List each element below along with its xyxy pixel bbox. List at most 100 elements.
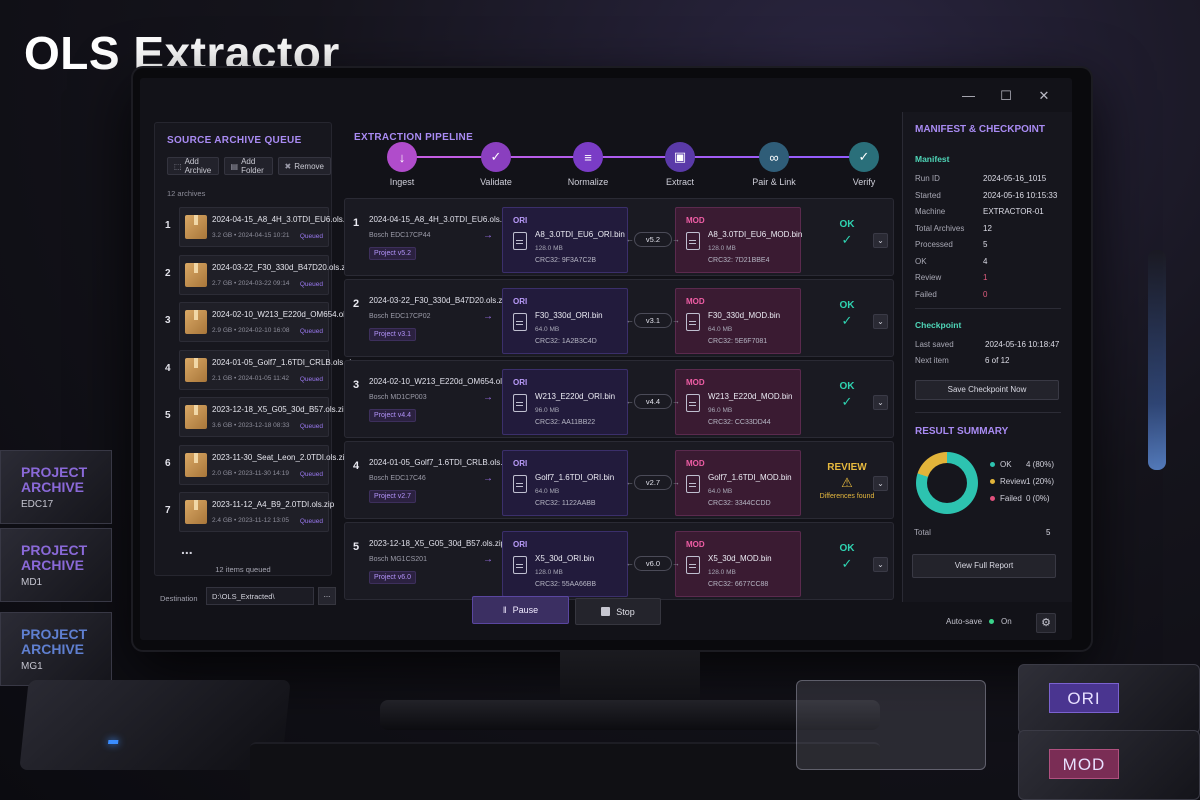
stage-label: Pair & Link	[752, 177, 796, 187]
drive-label: MOD	[1049, 749, 1119, 779]
crc-value: CRC32: AA11BB22	[535, 419, 596, 426]
view-full-report-button[interactable]: View Full Report	[912, 554, 1056, 578]
gear-icon[interactable]: ⚙	[1036, 613, 1056, 633]
browse-button[interactable]: ...	[318, 587, 336, 605]
field-value: 4	[983, 256, 988, 266]
file-size: 128.0 MB	[535, 569, 563, 576]
document-icon	[513, 556, 527, 574]
more-archives[interactable]: ...	[181, 541, 193, 557]
item-number: 3	[165, 315, 171, 326]
legend-dot-icon	[990, 479, 995, 484]
pipeline-stage-validate: ✓Validate	[466, 142, 526, 187]
arrow-right-icon: →	[483, 230, 493, 241]
autosave-toggle[interactable]: Auto-save On	[946, 617, 1012, 626]
file-size: 64.0 MB	[708, 488, 733, 495]
project-badge: Project v5.2	[369, 247, 416, 260]
pause-button[interactable]: ‖ Pause	[472, 596, 569, 624]
chevron-down-icon[interactable]: ⌄	[873, 233, 888, 248]
queue-footer: 12 items queued	[215, 565, 271, 574]
field-value: 5	[983, 240, 988, 249]
check-circle-icon: ✓	[841, 313, 853, 328]
archive-meta: 2.9 GB • 2024-02-10 16:08	[212, 327, 290, 334]
mod-tag: MOD	[686, 459, 705, 468]
version-badge: v2.7	[626, 475, 680, 490]
maximize-icon[interactable]: ☐	[1000, 88, 1012, 103]
field-value: 2024-05-16 10:15:33	[983, 190, 1058, 200]
app-window: — ☐ ✕ SOURCE ARCHIVE QUEUE ⬚ Add Archive…	[140, 78, 1072, 640]
chevron-down-icon[interactable]: ⌄	[873, 314, 888, 329]
minimize-icon[interactable]: —	[962, 88, 975, 103]
close-icon[interactable]: ✕	[1038, 88, 1050, 103]
file-size: 64.0 MB	[535, 488, 560, 495]
queue-toolbar: ⬚ Add Archive ▤ Add Folder ✖ Remove	[167, 157, 331, 175]
archive-count: 12 archives	[167, 189, 206, 198]
file-name: Golf7_1.6TDI_ORI.bin	[535, 473, 615, 482]
field-label: Started	[915, 190, 941, 200]
archive-box-icon	[185, 310, 207, 334]
chevron-down-icon[interactable]: ⌄	[873, 476, 888, 491]
project-badge: Project v2.7	[369, 490, 416, 503]
status-badge: Queued	[299, 470, 323, 478]
field-value: EXTRACTOR-01	[983, 207, 1044, 216]
remove-button[interactable]: ✖ Remove	[277, 157, 331, 175]
ecu-label: Bosch EDC17CP02	[369, 313, 431, 320]
job-status: OK✓	[815, 219, 879, 248]
stage-icon: ✓	[849, 142, 879, 172]
legend-label: Failed	[1000, 494, 1022, 503]
status-text: OK	[839, 219, 855, 230]
destination-input[interactable]: D:\OLS_Extracted\	[206, 587, 314, 605]
file-name: Golf7_1.6TDI_MOD.bin	[708, 473, 792, 482]
add-archive-button[interactable]: ⬚ Add Archive	[167, 157, 219, 175]
status-badge: Queued	[299, 518, 323, 525]
box-model: MD1	[21, 577, 43, 588]
file-name: W213_E220d_MOD.bin	[708, 392, 793, 401]
version-badge: v6.0	[626, 556, 680, 571]
stop-button[interactable]: Stop	[575, 598, 661, 625]
add-folder-button[interactable]: ▤ Add Folder	[223, 157, 273, 175]
field-value: 6 of 12	[985, 356, 1010, 365]
warning-icon: ⚠	[841, 475, 853, 490]
document-icon	[513, 394, 527, 412]
manifest-label: Manifest	[915, 154, 950, 164]
field-label: Review	[915, 273, 942, 282]
file-size: 128.0 MB	[708, 245, 736, 252]
save-checkpoint-button[interactable]: Save Checkpoint Now	[915, 380, 1059, 400]
project-badge: Project v3.1	[369, 328, 416, 341]
crc-value: CRC32: 3344CCDD	[708, 500, 771, 507]
document-icon	[686, 394, 700, 412]
archive-name: 2023-11-12_A4_B9_2.0TDI.ols.zip	[212, 500, 335, 509]
archive-name: 2024-04-15_A8_4H_3.0TDI_EU6.ols.zip	[212, 215, 356, 224]
chevron-down-icon[interactable]: ⌄	[873, 395, 888, 410]
chevron-down-icon[interactable]: ⌄	[873, 557, 888, 572]
